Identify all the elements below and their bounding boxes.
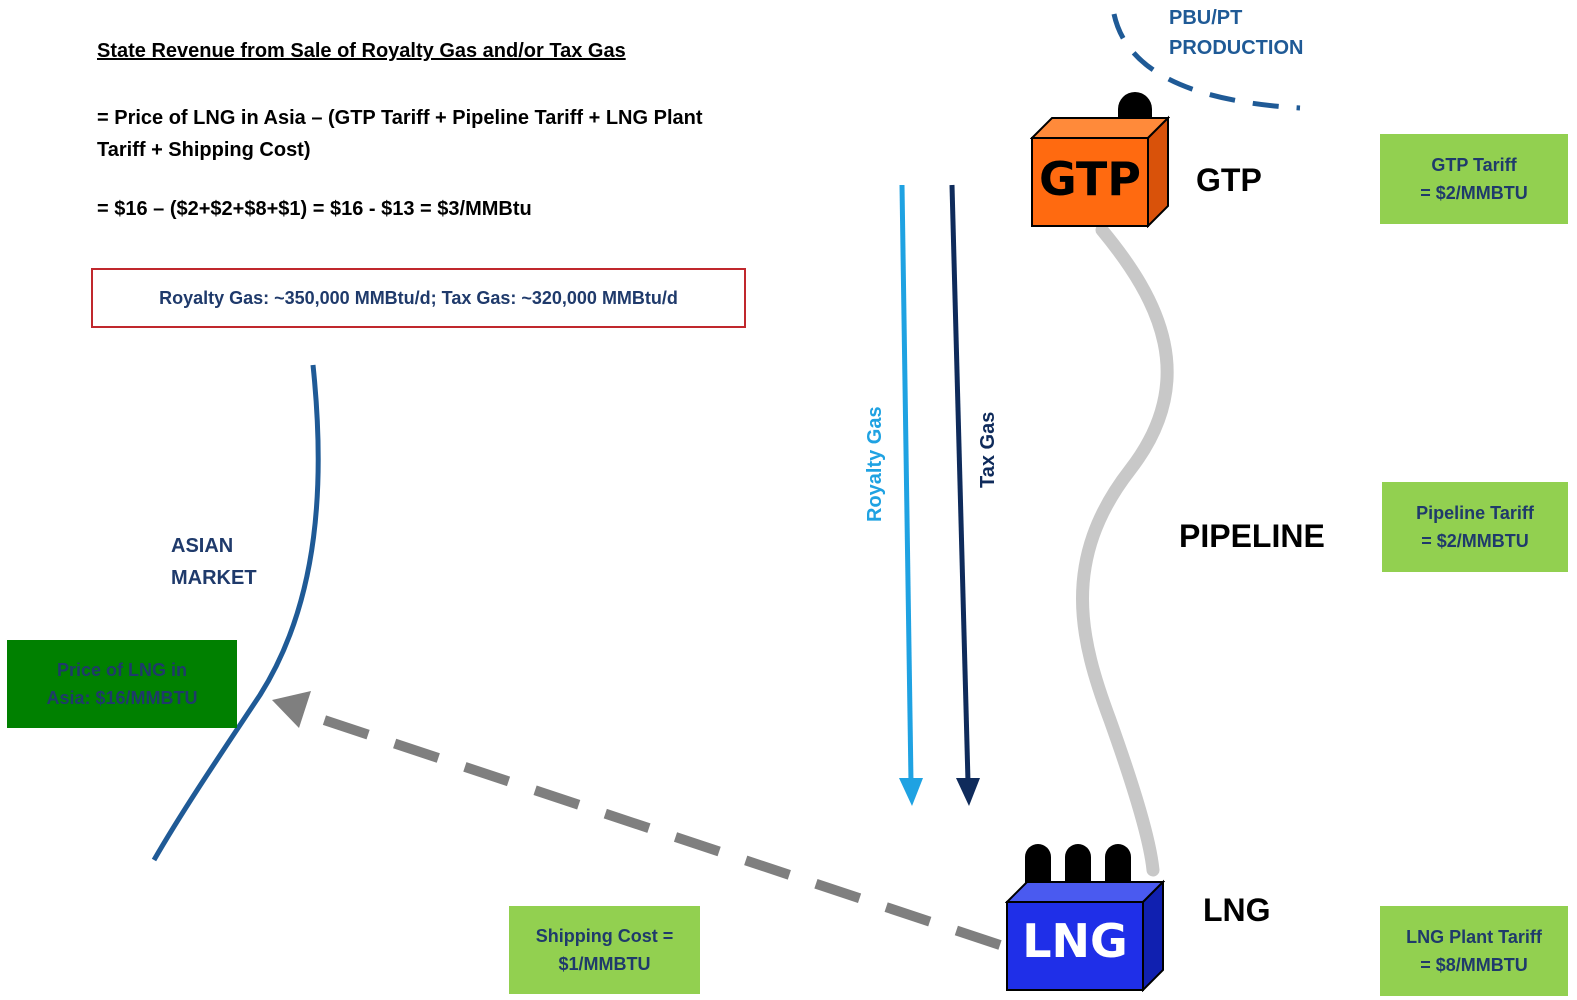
lng-plant-label: LNG	[1022, 914, 1128, 968]
production-label: PBU/PT PRODUCTION	[1169, 3, 1303, 63]
lng-plant-icon: LNG	[1004, 842, 1166, 993]
gas-volumes-text: Royalty Gas: ~350,000 MMBtu/d; Tax Gas: …	[159, 287, 678, 308]
shipping-arrowhead	[272, 691, 311, 728]
stage-label-lng: LNG	[1203, 892, 1271, 928]
royalty-gas-arrowhead	[899, 778, 923, 806]
pipeline-line	[1076, 223, 1174, 877]
asian-market-curve	[151, 364, 321, 862]
lng-tariff-line2: = $8/MMBTU	[1420, 955, 1528, 975]
shipping-cost-box: Shipping Cost = $1/MMBTU	[509, 906, 700, 994]
asian-market-line2: MARKET	[171, 567, 257, 589]
gtp-tariff-line2: = $2/MMBTU	[1420, 183, 1528, 203]
shipping-arrow	[298, 707, 1002, 950]
shipping-cost-line1: Shipping Cost =	[535, 926, 674, 946]
pipeline-tariff-box: Pipeline Tariff = $2/MMBTU	[1382, 482, 1568, 572]
tax-gas-arrowhead	[956, 778, 980, 806]
stage-label-gtp: GTP	[1196, 162, 1262, 198]
asian-market-label: ASIAN MARKET	[171, 530, 257, 594]
production-boundary-arc	[1111, 13, 1301, 111]
gtp-tariff-line1: GTP Tariff	[1431, 155, 1517, 175]
pipeline-tariff-line2: = $2/MMBTU	[1421, 531, 1529, 551]
shipping-cost-line2: $1/MMBTU	[558, 954, 651, 974]
stage-label-pipeline: PIPELINE	[1179, 518, 1325, 554]
asia-price-line1: Price of LNG in	[56, 660, 188, 680]
pipeline-tariff-line1: Pipeline Tariff	[1416, 503, 1534, 523]
royalty-gas-arrow	[899, 184, 914, 783]
asia-price-box: Price of LNG in Asia: $16/MMBTU	[7, 640, 237, 728]
asian-market-line1: ASIAN	[171, 535, 234, 557]
production-label-line2: PRODUCTION	[1169, 37, 1304, 59]
asia-price-line2: Asia: $16/MMBTU	[46, 688, 198, 708]
tax-gas-label: Tax Gas	[977, 411, 999, 488]
gas-volumes-box: Royalty Gas: ~350,000 MMBtu/d; Tax Gas: …	[91, 268, 746, 328]
gtp-plant-label: GTP	[1038, 152, 1142, 206]
gtp-plant-icon: GTP	[1029, 88, 1171, 229]
gtp-tariff-box: GTP Tariff = $2/MMBTU	[1380, 134, 1568, 224]
page-title: State Revenue from Sale of Royalty Gas a…	[97, 40, 626, 62]
formula-definition: = Price of LNG in Asia – (GTP Tariff + P…	[97, 107, 703, 161]
formula-calculation: = $16 – ($2+$2+$8+$1) = $16 - $13 = $3/M…	[97, 198, 532, 220]
lng-plant-tariff-box: LNG Plant Tariff = $8/MMBTU	[1380, 906, 1568, 996]
lng-tariff-line1: LNG Plant Tariff	[1406, 927, 1542, 947]
royalty-gas-label: Royalty Gas	[864, 406, 886, 522]
tax-gas-arrow	[949, 184, 971, 783]
production-label-line1: PBU/PT	[1169, 7, 1243, 29]
